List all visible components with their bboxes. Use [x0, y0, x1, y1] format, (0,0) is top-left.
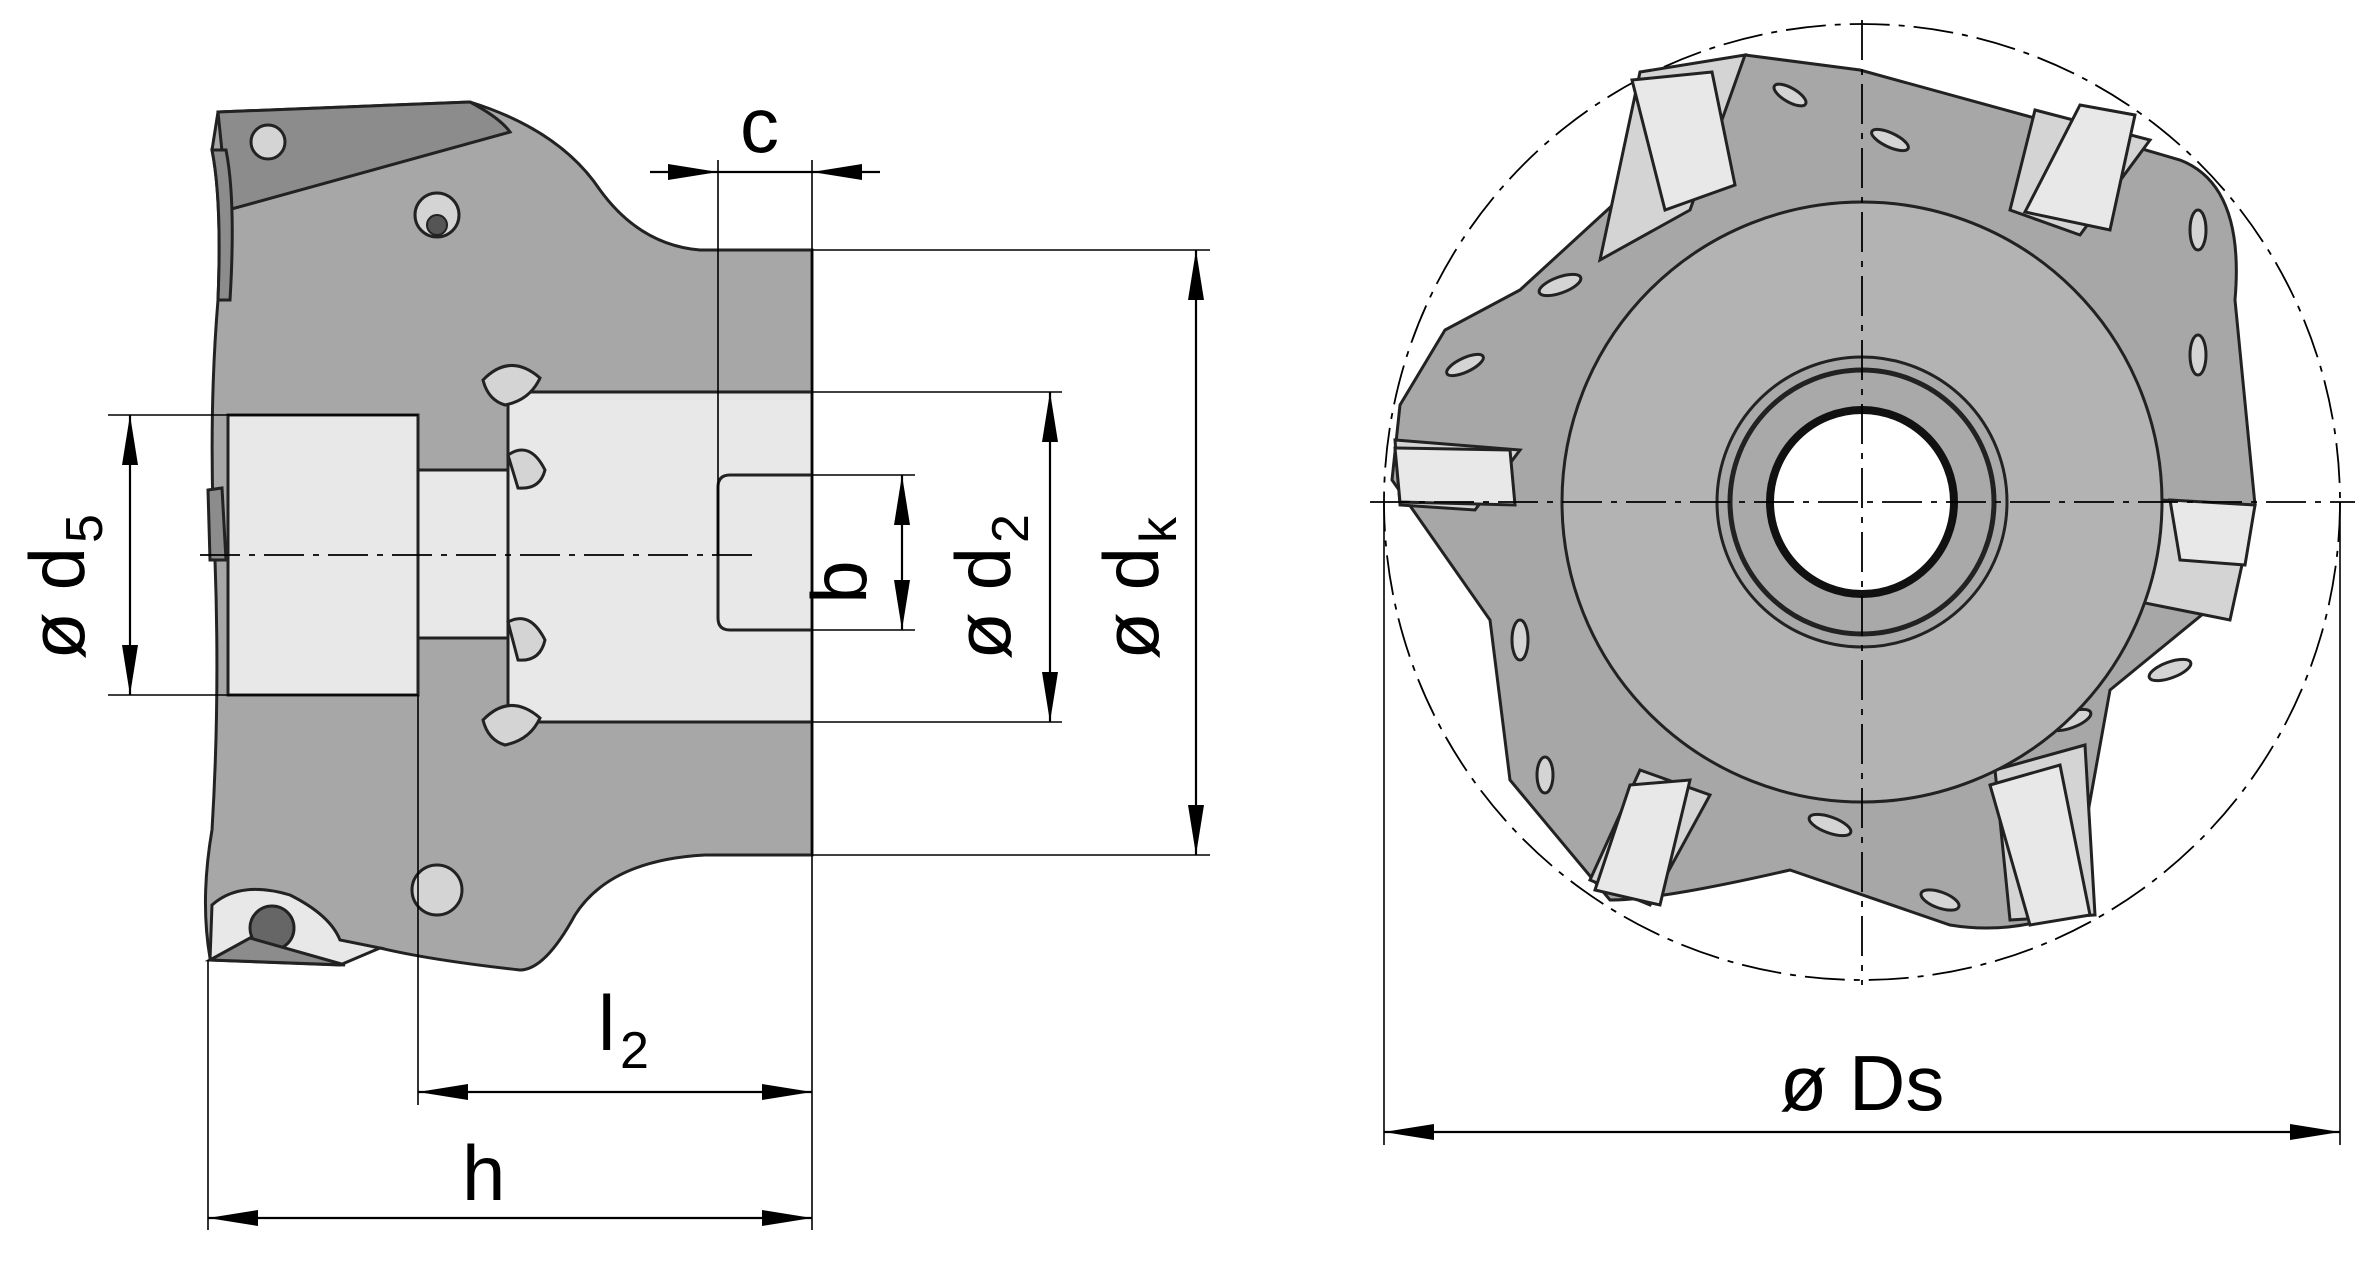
chamfer-edge	[227, 131, 511, 211]
insert-6	[1393, 446, 1517, 507]
neck-section	[416, 468, 510, 640]
keyway-slot	[716, 473, 814, 632]
label-d5: ø d 5	[13, 514, 114, 660]
side-view: c b ø d 2 ø d k ø d 5 l 2 h	[13, 81, 1210, 1230]
relief-groove-upper	[506, 448, 547, 490]
insert-5	[1593, 778, 1692, 907]
insert-4	[1988, 763, 2092, 927]
label-b: b	[795, 560, 883, 603]
screw-head-top	[426, 214, 448, 236]
bottom-insert-edge	[204, 936, 346, 967]
svg-text:ø d: ø d	[13, 547, 101, 660]
relief-groove-top	[481, 364, 542, 407]
label-h: h	[462, 1129, 505, 1217]
label-c: c	[740, 81, 779, 169]
pilot-bore-section	[226, 413, 420, 697]
svg-text:ø d: ø d	[1087, 547, 1175, 660]
relief-groove-bottom	[481, 704, 542, 747]
left-edge-strip	[210, 148, 234, 302]
label-dk: ø d k	[1087, 516, 1188, 660]
left-insert	[206, 486, 228, 562]
label-l2: l 2	[598, 979, 649, 1080]
label-ds: ø Ds	[1780, 1039, 1945, 1127]
label-d2: ø d 2	[939, 514, 1040, 660]
svg-text:k: k	[1130, 516, 1188, 543]
coolant-hole-top-left	[249, 123, 287, 161]
relief-groove-lower	[506, 617, 547, 662]
insert-1	[1630, 70, 1737, 212]
svg-text:ø d: ø d	[939, 547, 1027, 660]
front-view: ø Ds	[1370, 20, 2355, 1145]
svg-text:l: l	[598, 979, 615, 1067]
svg-text:5: 5	[56, 514, 114, 543]
insert-2	[2022, 103, 2137, 232]
coolant-hole-bottom	[410, 863, 464, 917]
insert-3	[2168, 498, 2257, 567]
svg-text:2: 2	[982, 514, 1040, 543]
svg-text:2: 2	[620, 1022, 649, 1080]
